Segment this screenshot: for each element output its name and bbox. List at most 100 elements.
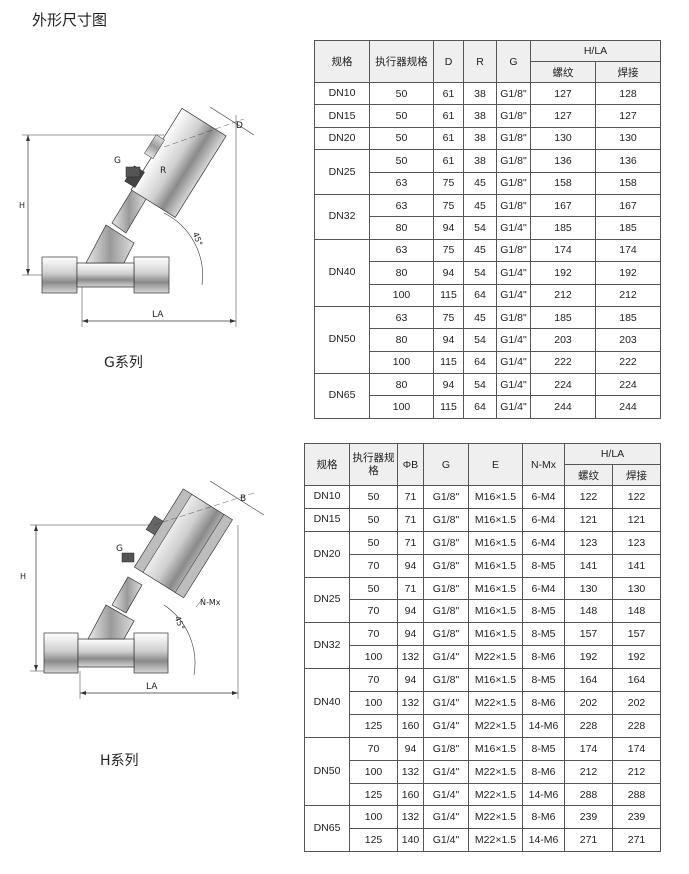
h-cell-weld: 121 [612, 507, 661, 532]
h-cell-e: M16×1.5 [468, 530, 523, 555]
h-cell-g: G1/8" [423, 507, 469, 532]
g-cell-r: 45 [463, 305, 497, 330]
h-cell-phib: 94 [397, 736, 424, 761]
h-cell-g: G1/8" [423, 668, 469, 693]
g-cell-actuator: 100 [369, 283, 434, 307]
g-cell-g: G1/4" [496, 261, 531, 285]
g-cell-thread: 192 [530, 261, 596, 285]
g-cell-thread: 167 [530, 193, 596, 218]
h-cell-thread: 202 [564, 691, 613, 715]
g-cell-actuator: 50 [369, 104, 434, 128]
h-cell-e: M22×1.5 [468, 828, 523, 853]
g-cell-thread: 127 [530, 104, 596, 128]
g-cell-weld: 136 [595, 149, 661, 173]
h-cell-phib: 71 [397, 507, 424, 532]
h-cell-actuator: 100 [349, 645, 398, 670]
h-cell-nmx: 8-M6 [522, 759, 565, 784]
h-cell-actuator: 100 [349, 805, 398, 830]
h-cell-nmx: 8-M6 [522, 645, 565, 670]
h-cell-nmx: 6-M4 [522, 507, 565, 532]
h-cell-thread: 157 [564, 622, 613, 647]
g-cell-d: 94 [433, 216, 464, 240]
g-cell-r: 38 [463, 149, 497, 173]
g-dim-la: LA [152, 310, 164, 320]
h-cell-actuator: 50 [349, 576, 398, 601]
g-cell-size: DN25 [314, 149, 370, 195]
h-cell-weld: 202 [612, 691, 661, 715]
h-cell-thread: 164 [564, 668, 613, 693]
h-cell-actuator: 100 [349, 759, 398, 784]
h-cell-thread: 122 [564, 485, 613, 509]
h-cell-g: G1/8" [423, 553, 469, 578]
h-cell-e: M16×1.5 [468, 485, 523, 509]
h-cell-nmx: 8-M5 [522, 668, 565, 693]
h-header-phib: ΦB [397, 443, 424, 486]
h-cell-weld: 228 [612, 713, 661, 738]
g-series-label: G系列 [104, 355, 143, 371]
g-cell-actuator: 63 [369, 238, 434, 263]
h-cell-actuator: 125 [349, 782, 398, 807]
h-cell-g: G1/8" [423, 736, 469, 761]
g-dim-d: D [236, 121, 243, 131]
g-cell-g: G1/4" [496, 328, 531, 352]
h-dim-h: H [20, 572, 26, 581]
g-cell-size: DN32 [314, 193, 370, 240]
h-cell-g: G1/4" [423, 691, 469, 715]
g-cell-thread: 136 [530, 149, 596, 173]
h-header-hla: H/LA [564, 443, 661, 465]
h-cell-size: DN10 [304, 485, 350, 509]
g-cell-size: DN40 [314, 238, 370, 307]
h-cell-nmx: 6-M4 [522, 530, 565, 555]
h-cell-weld: 157 [612, 622, 661, 647]
h-header-size: 规格 [304, 443, 350, 486]
g-dim-r: R [160, 166, 166, 176]
g-cell-g: G1/4" [496, 216, 531, 240]
g-cell-weld: 185 [595, 305, 661, 330]
g-cell-actuator: 80 [369, 216, 434, 240]
page-title: 外形尺寸图 [32, 11, 108, 29]
h-cell-phib: 71 [397, 530, 424, 555]
g-dim-h: H [19, 201, 25, 210]
g-cell-r: 54 [463, 261, 497, 285]
g-cell-d: 115 [433, 283, 464, 307]
g-cell-thread: 174 [530, 238, 596, 263]
g-cell-r: 54 [463, 373, 497, 397]
h-cell-phib: 160 [397, 782, 424, 807]
g-cell-weld: 192 [595, 261, 661, 285]
g-cell-d: 75 [433, 305, 464, 330]
g-cell-weld: 174 [595, 238, 661, 263]
h-cell-nmx: 8-M5 [522, 599, 565, 624]
g-cell-g: G1/4" [496, 283, 531, 307]
g-dim-angle: 45° [191, 231, 204, 247]
h-cell-e: M16×1.5 [468, 553, 523, 578]
g-cell-r: 38 [463, 81, 497, 106]
h-series-drawing: B G H N-Mx 45° LA [20, 480, 265, 699]
h-cell-thread: 271 [564, 828, 613, 853]
h-cell-e: M16×1.5 [468, 599, 523, 624]
h-cell-g: G1/8" [423, 576, 469, 601]
g-header-thread: 螺纹 [530, 61, 596, 83]
g-cell-d: 61 [433, 126, 464, 151]
h-cell-e: M16×1.5 [468, 736, 523, 761]
h-cell-thread: 123 [564, 530, 613, 555]
h-header-e: E [468, 443, 523, 486]
h-cell-phib: 94 [397, 599, 424, 624]
g-cell-size: DN15 [314, 104, 370, 128]
h-cell-nmx: 14-M6 [522, 782, 565, 807]
g-cell-d: 115 [433, 395, 464, 419]
g-cell-actuator: 80 [369, 261, 434, 285]
h-cell-weld: 174 [612, 736, 661, 761]
g-cell-weld: 185 [595, 216, 661, 240]
